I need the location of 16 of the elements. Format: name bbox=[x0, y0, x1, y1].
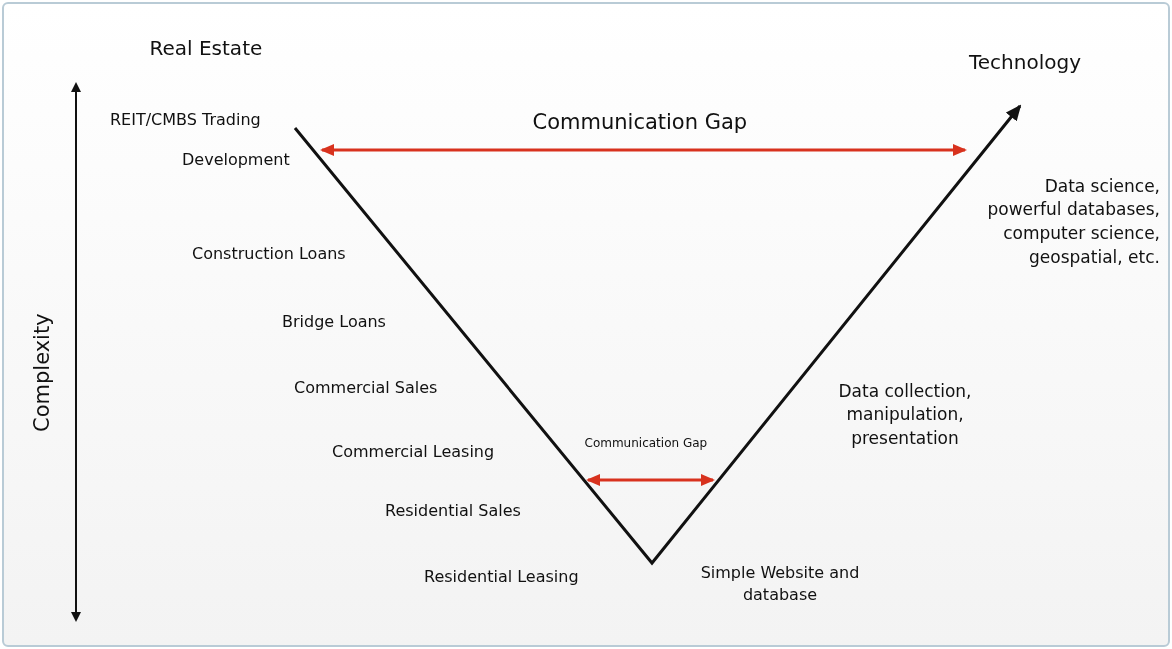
heading: Technology bbox=[969, 49, 1082, 76]
category-label: REIT/CMBS Trading bbox=[110, 109, 261, 131]
category-label: Residential Leasing bbox=[424, 566, 579, 588]
axis-label: Complexity bbox=[28, 312, 55, 432]
category-label: Development bbox=[182, 149, 290, 171]
description-text: Data collection, manipulation, presentation bbox=[837, 379, 973, 451]
gap-label: Communication Gap bbox=[532, 108, 748, 136]
category-label: Construction Loans bbox=[192, 243, 346, 265]
category-label: Commercial Sales bbox=[294, 377, 438, 399]
category-label: Commercial Leasing bbox=[332, 441, 495, 463]
category-label: Bridge Loans bbox=[282, 311, 386, 333]
category-label: Residential Sales bbox=[385, 500, 521, 522]
description-text: Data science, powerful databases, computer science, geospatial, etc. bbox=[986, 174, 1160, 269]
gap-label: Communication Gap bbox=[584, 434, 708, 452]
description-text: Simple Website and database bbox=[699, 561, 861, 606]
heading: Real Estate bbox=[149, 35, 263, 62]
